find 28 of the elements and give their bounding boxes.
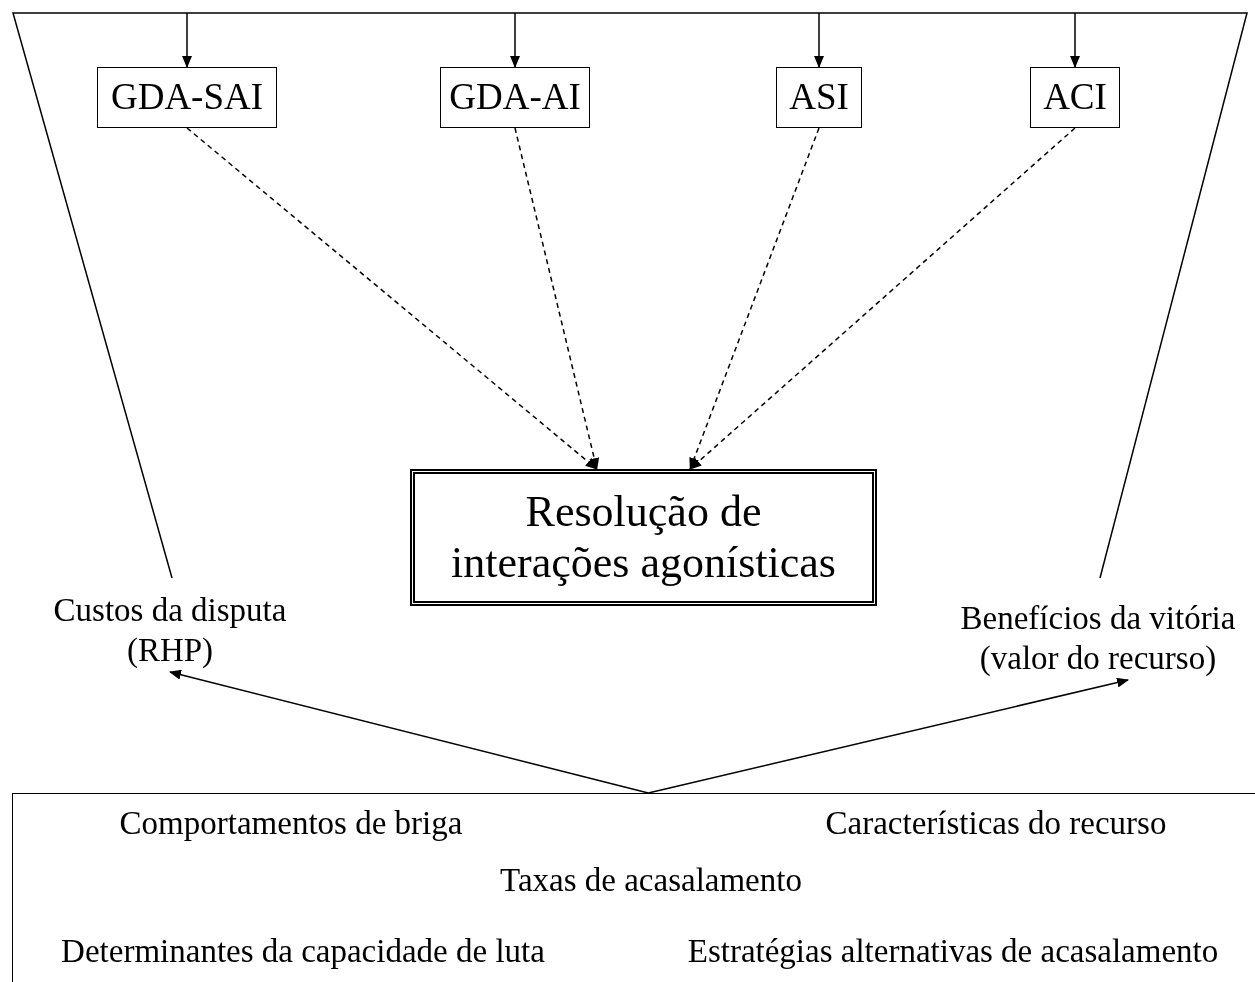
arrow bbox=[510, 12, 520, 68]
arrow bbox=[1070, 12, 1080, 68]
box-label: ACI bbox=[1043, 76, 1107, 119]
node-label: Benefícios da vitória (valor do recurso) bbox=[959, 599, 1237, 679]
node-label: Custos da disputa (RHP) bbox=[52, 591, 288, 671]
factor-panel bbox=[12, 793, 1255, 982]
box-label: Resolução de interações agonísticas bbox=[450, 486, 837, 589]
process-box bbox=[1030, 67, 1120, 128]
process-box bbox=[97, 67, 277, 128]
arrow bbox=[169, 669, 650, 794]
process-box bbox=[776, 67, 862, 128]
factor-label: Determinantes da capacidade de luta bbox=[60, 933, 546, 971]
arrow bbox=[814, 12, 824, 68]
factor-label: Estratégias alternativas de acasalamento bbox=[686, 933, 1220, 971]
factor-label: Taxas de acasalamento bbox=[499, 862, 803, 900]
box-label: ASI bbox=[789, 76, 849, 119]
dashed-arrow bbox=[514, 127, 600, 470]
dashed-arrow bbox=[186, 127, 598, 470]
dashed-arrow bbox=[689, 127, 820, 470]
result-box bbox=[410, 469, 877, 606]
factor-label: Comportamentos de briga bbox=[118, 805, 464, 843]
box-label: GDA-AI bbox=[449, 76, 581, 119]
factor-label: Características do recurso bbox=[824, 805, 1168, 843]
box-label: GDA-SAI bbox=[110, 76, 264, 119]
arrow bbox=[647, 677, 1129, 794]
arrow bbox=[182, 12, 192, 68]
dashed-arrow bbox=[689, 127, 1076, 470]
process-box bbox=[440, 67, 590, 128]
